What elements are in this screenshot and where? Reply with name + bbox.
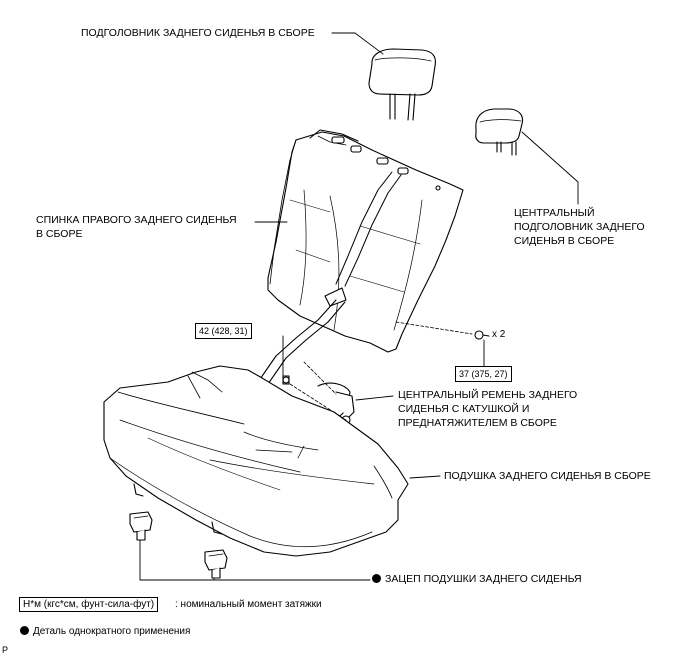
label-center-belt-line2: СИДЕНЬЯ С КАТУШКОЙ И	[398, 403, 530, 415]
torque-belt-bolt: 42 (428, 31)	[195, 323, 252, 339]
corner-mark: P	[2, 645, 9, 655]
label-center-belt-line3: ПРЕДНАТЯЖИТЕЛЕМ В СБОРЕ	[398, 417, 557, 429]
label-center-headrest-line3: СИДЕНЬЯ В СБОРЕ	[514, 235, 615, 247]
rear-headrest-part	[368, 48, 436, 121]
legend-non-reusable-text: Деталь однократного применения	[33, 626, 191, 637]
label-center-belt: ЦЕНТРАЛЬНЫЙ РЕМЕНЬ ЗАДНЕГО СИДЕНЬЯ С КАТ…	[398, 388, 577, 430]
label-rear-headrest: ПОДГОЛОВНИК ЗАДНЕГО СИДЕНЬЯ В СБОРЕ	[81, 27, 315, 39]
legend-torque-desc: : номинальный момент затяжки	[175, 599, 322, 610]
legend-non-reusable: Деталь однократного применения	[20, 626, 190, 637]
seatback-part	[267, 129, 464, 353]
label-cushion-hook-text: ЗАЦЕП ПОДУШКИ ЗАДНЕГО СИДЕНЬЯ	[385, 573, 582, 585]
label-center-headrest: ЦЕНТРАЛЬНЫЙ ПОДГОЛОВНИК ЗАДНЕГО СИДЕНЬЯ …	[514, 206, 645, 248]
label-cushion: ПОДУШКА ЗАДНЕГО СИДЕНЬЯ В СБОРЕ	[444, 470, 651, 482]
seat-cushion-part	[103, 365, 409, 557]
leader-lines	[139, 32, 579, 581]
label-center-belt-line1: ЦЕНТРАЛЬНЫЙ РЕМЕНЬ ЗАДНЕГО	[398, 389, 578, 401]
cushion-hook-part	[129, 511, 228, 579]
label-cushion-hook: ЗАЦЕП ПОДУШКИ ЗАДНЕГО СИДЕНЬЯ	[372, 572, 582, 586]
non-reusable-icon	[372, 574, 381, 583]
label-center-headrest-line2: ПОДГОЛОВНИК ЗАДНЕГО	[514, 221, 645, 233]
center-headrest-part	[475, 108, 524, 156]
label-seatback-line2: В СБОРЕ	[36, 228, 83, 240]
label-seatback-line1: СПИНКА ПРАВОГО ЗАДНЕГО СИДЕНЬЯ	[36, 214, 237, 226]
torque-seatback-bolt: 37 (375, 27)	[455, 366, 512, 382]
label-seatback: СПИНКА ПРАВОГО ЗАДНЕГО СИДЕНЬЯ В СБОРЕ	[36, 213, 237, 241]
quantity-label: x 2	[492, 329, 506, 340]
legend-torque-unit: Н*м (кгс*см, фунт-сила-фут)	[19, 597, 159, 612]
seatback-bolt-part	[395, 321, 490, 340]
non-reusable-legend-icon	[20, 626, 29, 635]
label-center-headrest-line1: ЦЕНТРАЛЬНЫЙ	[514, 207, 595, 219]
